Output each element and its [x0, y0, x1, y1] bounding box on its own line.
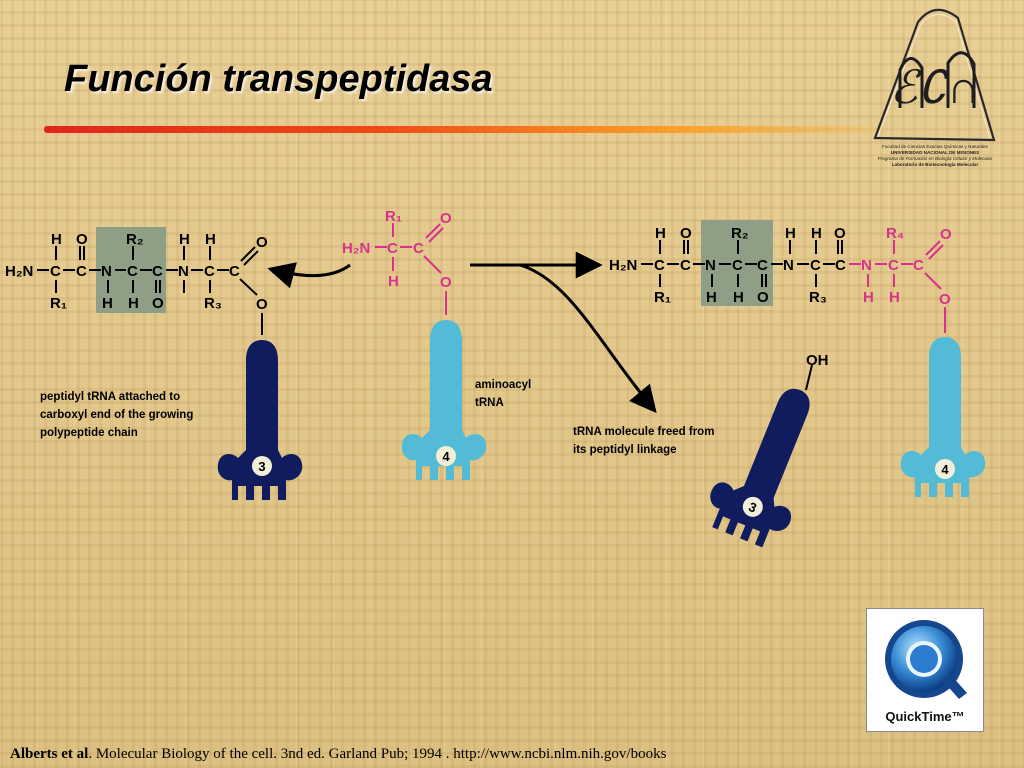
right-chain-H: H	[811, 225, 822, 242]
left-chain-O1: O	[76, 231, 88, 248]
annotation-aminoacyl-line2: tRNA	[475, 397, 504, 409]
left-chain-R1: R₁	[50, 295, 67, 312]
trna-number-4-product: 4	[941, 462, 949, 477]
left-chain-N1: N	[101, 263, 112, 280]
right-chain-O1: O	[680, 225, 692, 242]
page-title: Función transpeptidasa	[64, 58, 493, 100]
logo-letters: ℰ∁∩	[890, 62, 980, 113]
left-chain-C6: C	[229, 263, 240, 280]
left-chain-H: H	[51, 231, 62, 248]
aminoacyl-O1: O	[440, 210, 452, 227]
annotation-aminoacyl-line1: aminoacyl	[475, 379, 531, 391]
freed-trna-OH: OH	[806, 352, 829, 369]
trna-number-3: 3	[258, 459, 265, 474]
product-trna: 4	[900, 337, 986, 497]
trna-number-4: 4	[442, 449, 450, 464]
left-chain-R3: R₃	[204, 295, 222, 312]
left-chain-C5: C	[204, 263, 215, 280]
aminoacyl-O2: O	[440, 274, 452, 291]
annotation-peptidyl-line1: peptidyl tRNA attached to	[40, 391, 180, 403]
aminoacyl-group: H₂N C R₁ H C O O	[342, 208, 452, 315]
annotation-freed-line2: its peptidyl linkage	[573, 444, 677, 456]
right-chain-H: H	[785, 225, 796, 242]
peptidyl-trna: 3	[217, 340, 303, 500]
left-chain-O4: O	[256, 296, 268, 313]
right-chain-O5: O	[939, 291, 951, 308]
right-chain-N2: N	[783, 257, 794, 274]
annotation-peptidyl-line3: polypeptide chain	[40, 427, 138, 439]
right-chain-C8: C	[913, 257, 924, 274]
right-chain-R4: R₄	[886, 225, 904, 242]
transpeptidation-diagram: H₂N C H R₁ C O N H C R₂ H C O N H C H R₃…	[5, 208, 986, 554]
left-chain-C1: C	[50, 263, 61, 280]
left-peptide-bond-highlight	[96, 227, 166, 313]
left-peptide-chain: H₂N C H R₁ C O N H C R₂ H C O N H C H R₃…	[5, 227, 268, 335]
aminoacyl-R1: R₁	[385, 208, 402, 225]
release-arrow	[519, 263, 657, 414]
right-chain-C3: C	[732, 257, 743, 274]
ecn-logo: ℰ∁∩	[873, 8, 996, 142]
citation-author: Alberts et al	[10, 746, 89, 762]
left-chain-C4: C	[152, 263, 163, 280]
right-chain-C2: C	[680, 257, 691, 274]
quicktime-icon	[885, 620, 967, 699]
left-chain-N2: N	[178, 263, 189, 280]
right-chain-H: H	[863, 289, 874, 306]
left-chain-O3: O	[256, 234, 268, 251]
right-chain-H: H	[733, 289, 744, 306]
left-chain-C3: C	[127, 263, 138, 280]
right-chain-C7: C	[888, 257, 899, 274]
logo-line-program: Programa de Formación en Biología Celula…	[877, 156, 993, 161]
logo-line-lab: Laboratorio de Biotecnología Molecular	[891, 162, 979, 167]
right-chain-R1: R₁	[654, 289, 671, 306]
right-chain-H: H	[889, 289, 900, 306]
right-chain-C5: C	[810, 257, 821, 274]
annotation-freed-line1: tRNA molecule freed from	[573, 426, 714, 438]
aminoacyl-C2: C	[413, 240, 424, 257]
right-chain-O2: O	[757, 289, 769, 306]
right-chain-C6: C	[835, 257, 846, 274]
left-chain-O2: O	[152, 295, 164, 312]
left-chain-R2: R₂	[126, 231, 144, 248]
left-chain-C2: C	[76, 263, 87, 280]
logo-line-university: UNIVERSIDAD NACIONAL DE MISIONES	[890, 150, 980, 155]
left-chain-H2N: H₂N	[5, 263, 33, 280]
right-chain-N1: N	[705, 257, 716, 274]
left-chain-H: H	[102, 295, 113, 312]
quicktime-label: QuickTime™	[885, 709, 965, 724]
left-chain-H: H	[128, 295, 139, 312]
right-chain-H: H	[655, 225, 666, 242]
right-chain-R3: R₃	[809, 289, 827, 306]
right-peptide-bond-highlight	[701, 220, 773, 306]
right-chain-N3: N	[861, 257, 872, 274]
right-chain-O4: O	[940, 226, 952, 243]
aminoacyl-H: H	[388, 273, 399, 290]
right-chain-H: H	[706, 289, 717, 306]
transfer-arrow	[267, 262, 351, 289]
title-underline	[44, 126, 884, 133]
aminoacyl-C1: C	[387, 240, 398, 257]
citation: Alberts et al. Molecular Biology of the …	[10, 746, 666, 763]
left-chain-H: H	[205, 231, 216, 248]
left-chain-H: H	[179, 231, 190, 248]
aminoacyl-trna: 4	[401, 320, 487, 480]
aminoacyl-H2N: H₂N	[342, 240, 370, 257]
right-chain-O3: O	[834, 225, 846, 242]
logo-line-faculty: Facultad de Ciencias Exactas Químicas y …	[882, 144, 988, 149]
right-chain-C4: C	[757, 257, 768, 274]
quicktime-placeholder[interactable]: QuickTime™	[866, 608, 984, 732]
right-chain-C1: C	[654, 257, 665, 274]
citation-text: . Molecular Biology of the cell. 3nd ed.…	[88, 746, 667, 762]
freed-trna: 3	[699, 373, 838, 554]
right-chain-H2N: H₂N	[609, 257, 637, 274]
right-peptide-chain: H₂N C H R₁ C O N H C R₂ H C O N H C H R₃…	[609, 220, 952, 333]
annotation-peptidyl-line2: carboxyl end of the growing	[40, 409, 193, 421]
right-chain-R2: R₂	[731, 225, 749, 242]
